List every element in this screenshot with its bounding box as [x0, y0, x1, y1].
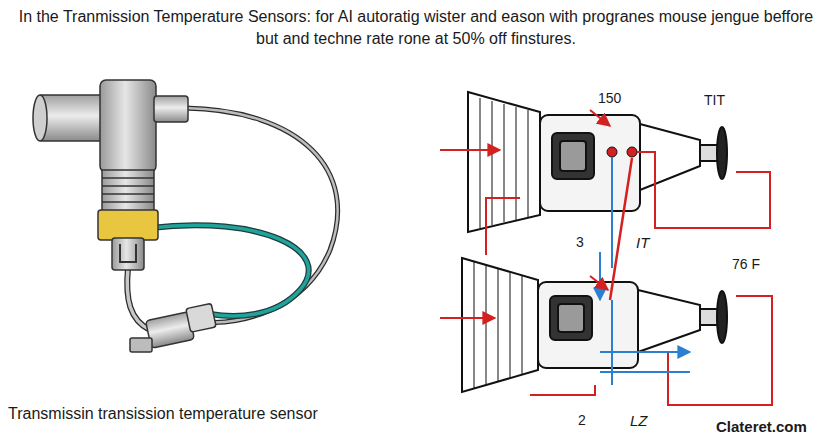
- transmission-bottom: [558, 304, 584, 332]
- page-title: In the Tranmission Temperature Sensors: …: [16, 6, 816, 51]
- transmission-bottom: [538, 282, 638, 368]
- signal-wires: [611, 157, 613, 268]
- transmission-bottom: [486, 265, 487, 385]
- callout-number: 2: [578, 412, 586, 430]
- callout-label: TIT: [704, 92, 725, 110]
- transmission-top: [492, 101, 493, 225]
- watermark: Clateret.com: [716, 418, 807, 437]
- signal-wires: [668, 296, 772, 405]
- signal-wires: [600, 371, 690, 373]
- transmission-bottom: [462, 258, 538, 392]
- signal-wires: [590, 110, 610, 126]
- signal-wires: [610, 158, 632, 300]
- signal-wires: [607, 147, 617, 157]
- transmission-bottom: [462, 258, 727, 392]
- transmission-top: [560, 141, 586, 171]
- transmission-top: [468, 92, 727, 232]
- temperature-value: 76 F: [732, 256, 760, 274]
- signal-wires: [599, 252, 601, 300]
- caption: Transmissin transission temperature sens…: [8, 404, 318, 424]
- sensor-body: [154, 96, 188, 122]
- transmission-bottom: [498, 269, 499, 381]
- sensor-body: [102, 170, 154, 212]
- sensor-body: [102, 193, 154, 195]
- callout-number: 150: [598, 90, 621, 108]
- callout-label: IT: [636, 234, 649, 253]
- signal-wires: [530, 385, 595, 395]
- transmission-bottom: [522, 276, 523, 374]
- signal-wires: [627, 147, 637, 157]
- transmission-bottom: [638, 290, 700, 352]
- transmission-top: [528, 110, 529, 217]
- sensor-body: [98, 210, 158, 240]
- sensor-cable: [185, 108, 338, 322]
- sensor-cable: [127, 268, 150, 330]
- sensor-body: [33, 95, 47, 141]
- signal-wires: [440, 317, 495, 319]
- sensor-body: [102, 177, 154, 179]
- sensor-body: [102, 185, 154, 187]
- callout-number: 3: [576, 234, 584, 252]
- sensor-connector: [186, 303, 216, 332]
- signal-wires: [440, 110, 772, 405]
- signal-wires: [611, 300, 613, 385]
- transmission-bottom: [700, 309, 718, 325]
- transmission-top: [516, 107, 517, 220]
- sensor-body: [102, 201, 154, 203]
- signal-wires: [440, 149, 500, 151]
- transmission-bottom: [550, 296, 592, 340]
- transmission-top: [700, 145, 718, 161]
- signal-wires: [486, 198, 520, 255]
- transmission-bottom: [717, 291, 727, 343]
- sensor-cable: [185, 108, 338, 322]
- sensor-connector: [130, 338, 152, 352]
- transmission-top: [504, 104, 505, 222]
- sensor-cable: [150, 225, 309, 316]
- callout-label: LZ: [630, 412, 648, 431]
- signal-wires: [600, 351, 690, 353]
- transmission-top: [468, 92, 540, 232]
- sensor-cable: [150, 225, 309, 316]
- sensor-body: [112, 238, 144, 270]
- transmission-top: [480, 98, 481, 228]
- sensor-cable: [127, 268, 150, 330]
- transmission-top: [717, 127, 727, 179]
- sensor-body: [38, 95, 108, 141]
- sensor-body: [120, 244, 136, 262]
- sensor-body: [33, 80, 188, 270]
- transmission-bottom: [510, 272, 511, 378]
- transmission-bottom: [474, 262, 475, 388]
- sensor-body: [100, 80, 156, 172]
- transmission-top: [640, 124, 700, 190]
- sensor-connector: [130, 303, 216, 352]
- transmission-top: [552, 133, 594, 179]
- signal-wires: [637, 152, 770, 228]
- signal-wires: [590, 276, 608, 290]
- sensor-cable: [127, 108, 337, 330]
